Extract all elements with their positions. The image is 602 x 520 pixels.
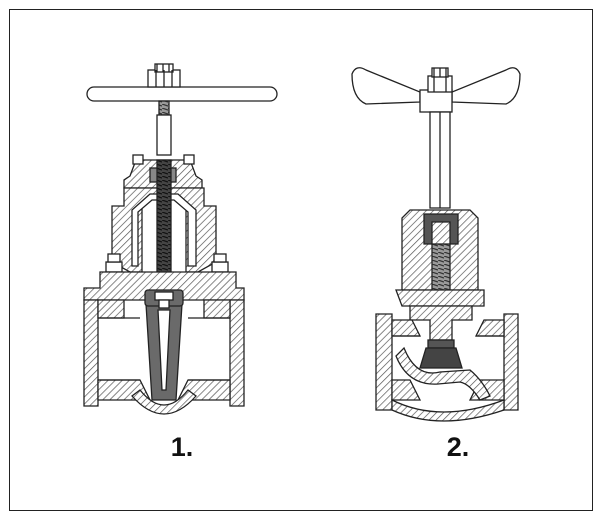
gate-valve-diagram <box>83 63 278 415</box>
gate-valve-handwheel <box>86 63 278 102</box>
valve-label-1: 1. <box>170 432 194 462</box>
gate-valve-stem-top <box>158 100 170 116</box>
valve-label-2: 2. <box>446 432 470 462</box>
globe-valve-handwheel <box>351 67 521 113</box>
globe-valve-diagram <box>351 67 521 422</box>
gate-valve-wedge <box>144 289 184 401</box>
gate-valve-body <box>83 271 245 415</box>
globe-valve-body <box>375 289 519 422</box>
gate-valve-threaded-stem <box>156 159 172 291</box>
globe-valve-disc <box>419 339 463 369</box>
